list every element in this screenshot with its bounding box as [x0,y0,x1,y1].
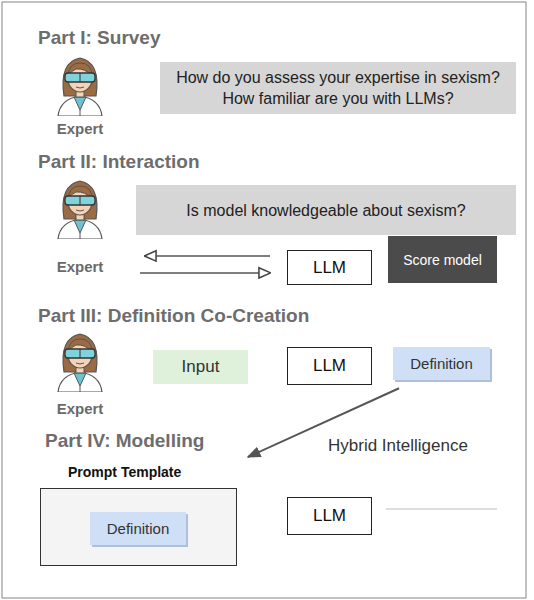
leader-line [386,509,497,510]
expert-figure: Expert [40,172,120,276]
template-frame: Definition [40,488,237,566]
expert-icon [58,58,102,116]
connector-arrow [140,272,270,274]
template-heading: Prompt Template [68,464,181,480]
expert-figure: Expert [40,52,120,138]
node-text: LLM [313,258,346,278]
llm-box: LLM [287,347,372,385]
prompt-template: Prompt TemplateDefinition [40,462,237,566]
expert-label: Expert [40,400,120,418]
part-heading: Part III: Definition Co-Creation [38,304,309,328]
question-box: How do you assess your expertise in sexi… [160,62,516,114]
outer-frame [2,2,526,598]
node-text: Is model knowledgeable about sexism? [186,200,465,221]
node-text: LLM [313,356,346,376]
node-text: Definition [107,520,170,537]
expert-label: Expert [40,258,120,276]
input-box: Input [153,350,248,384]
node-text: Definition [410,355,473,372]
node-text: Score model [403,252,482,268]
node-text: LLM [313,506,346,526]
part-heading: Part IV: Modelling [45,429,204,453]
question-box: Is model knowledgeable about sexism? [136,185,516,235]
part-heading: Part II: Interaction [38,150,200,174]
expert-icon [58,334,102,392]
part-heading: Part I: Survey [38,26,161,50]
node-text: Input [182,357,220,377]
annotation: Hybrid Intelligence [328,435,468,457]
llm-box: LLM [287,250,372,285]
connector-arrow [145,255,270,257]
llm-box: LLM [287,497,372,535]
node-text: How do you assess your expertise in sexi… [174,67,502,109]
expert-figure: Expert [40,326,120,418]
definition-box: Definition [90,512,186,545]
expert-label: Expert [40,120,120,138]
definition-box: Definition [393,347,490,380]
score-box: Score model [388,236,497,283]
expert-icon [58,181,102,239]
